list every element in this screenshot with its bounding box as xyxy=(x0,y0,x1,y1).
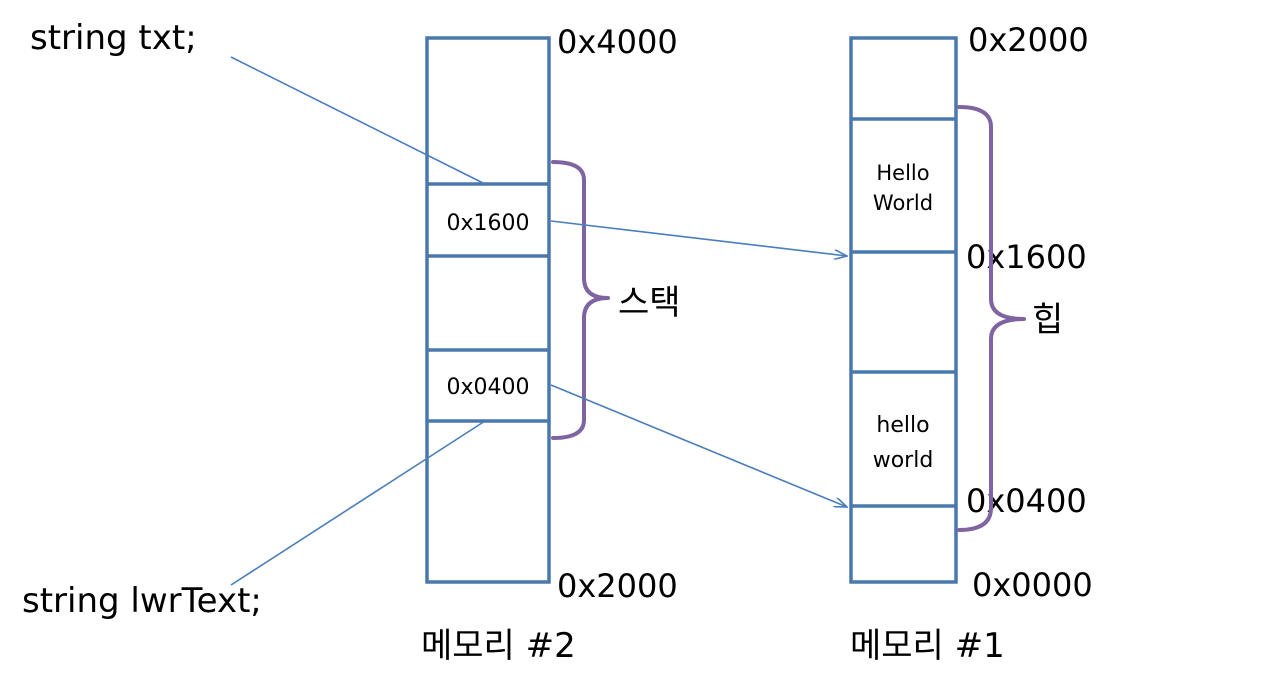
pointer-arrow-0x1600 xyxy=(550,220,847,256)
stack-brace xyxy=(551,160,610,440)
memory1-cell-hello-world-line2: World xyxy=(873,191,933,215)
memory2-cell-txt-pointer: 0x1600 xyxy=(446,211,529,236)
memory1-address-0x0000: 0x0000 xyxy=(972,566,1093,604)
memory1-label: 메모리 #1 xyxy=(850,626,1005,666)
pointer-arrow-0x0400 xyxy=(550,384,847,507)
memory1-address-0x0400: 0x0400 xyxy=(966,482,1087,520)
memory1-cell-lower-hello-line1: hello xyxy=(876,413,929,438)
stack-region-label: 스택 xyxy=(618,283,681,323)
memory2-frame xyxy=(425,36,551,584)
memory2-column: 0x1600 0x0400 xyxy=(425,36,551,584)
memory1-frame xyxy=(849,36,958,584)
lwrtext-variable-connector xyxy=(230,420,486,586)
memory1-cell-lower-hello-line2: world xyxy=(873,448,934,473)
memory2-label: 메모리 #2 xyxy=(421,626,576,666)
variable-lwrtext-label: string lwrText; xyxy=(22,581,262,621)
heap-region-label: 힙 xyxy=(1032,300,1063,340)
memory1-address-0x1600: 0x1600 xyxy=(966,238,1087,276)
memory1-address-0x2000: 0x2000 xyxy=(968,21,1089,59)
memory1-column: Hello World hello world xyxy=(849,36,958,584)
variable-txt-label: string txt; xyxy=(30,18,197,58)
heap-brace xyxy=(957,105,1026,532)
memory2-cell-lwrtext-pointer: 0x0400 xyxy=(446,375,529,400)
txt-variable-connector xyxy=(230,56,486,185)
memory1-cell-hello-world-line1: Hello xyxy=(876,161,929,185)
memory2-bottom-address: 0x2000 xyxy=(557,567,678,605)
memory2-top-address: 0x4000 xyxy=(557,23,678,61)
